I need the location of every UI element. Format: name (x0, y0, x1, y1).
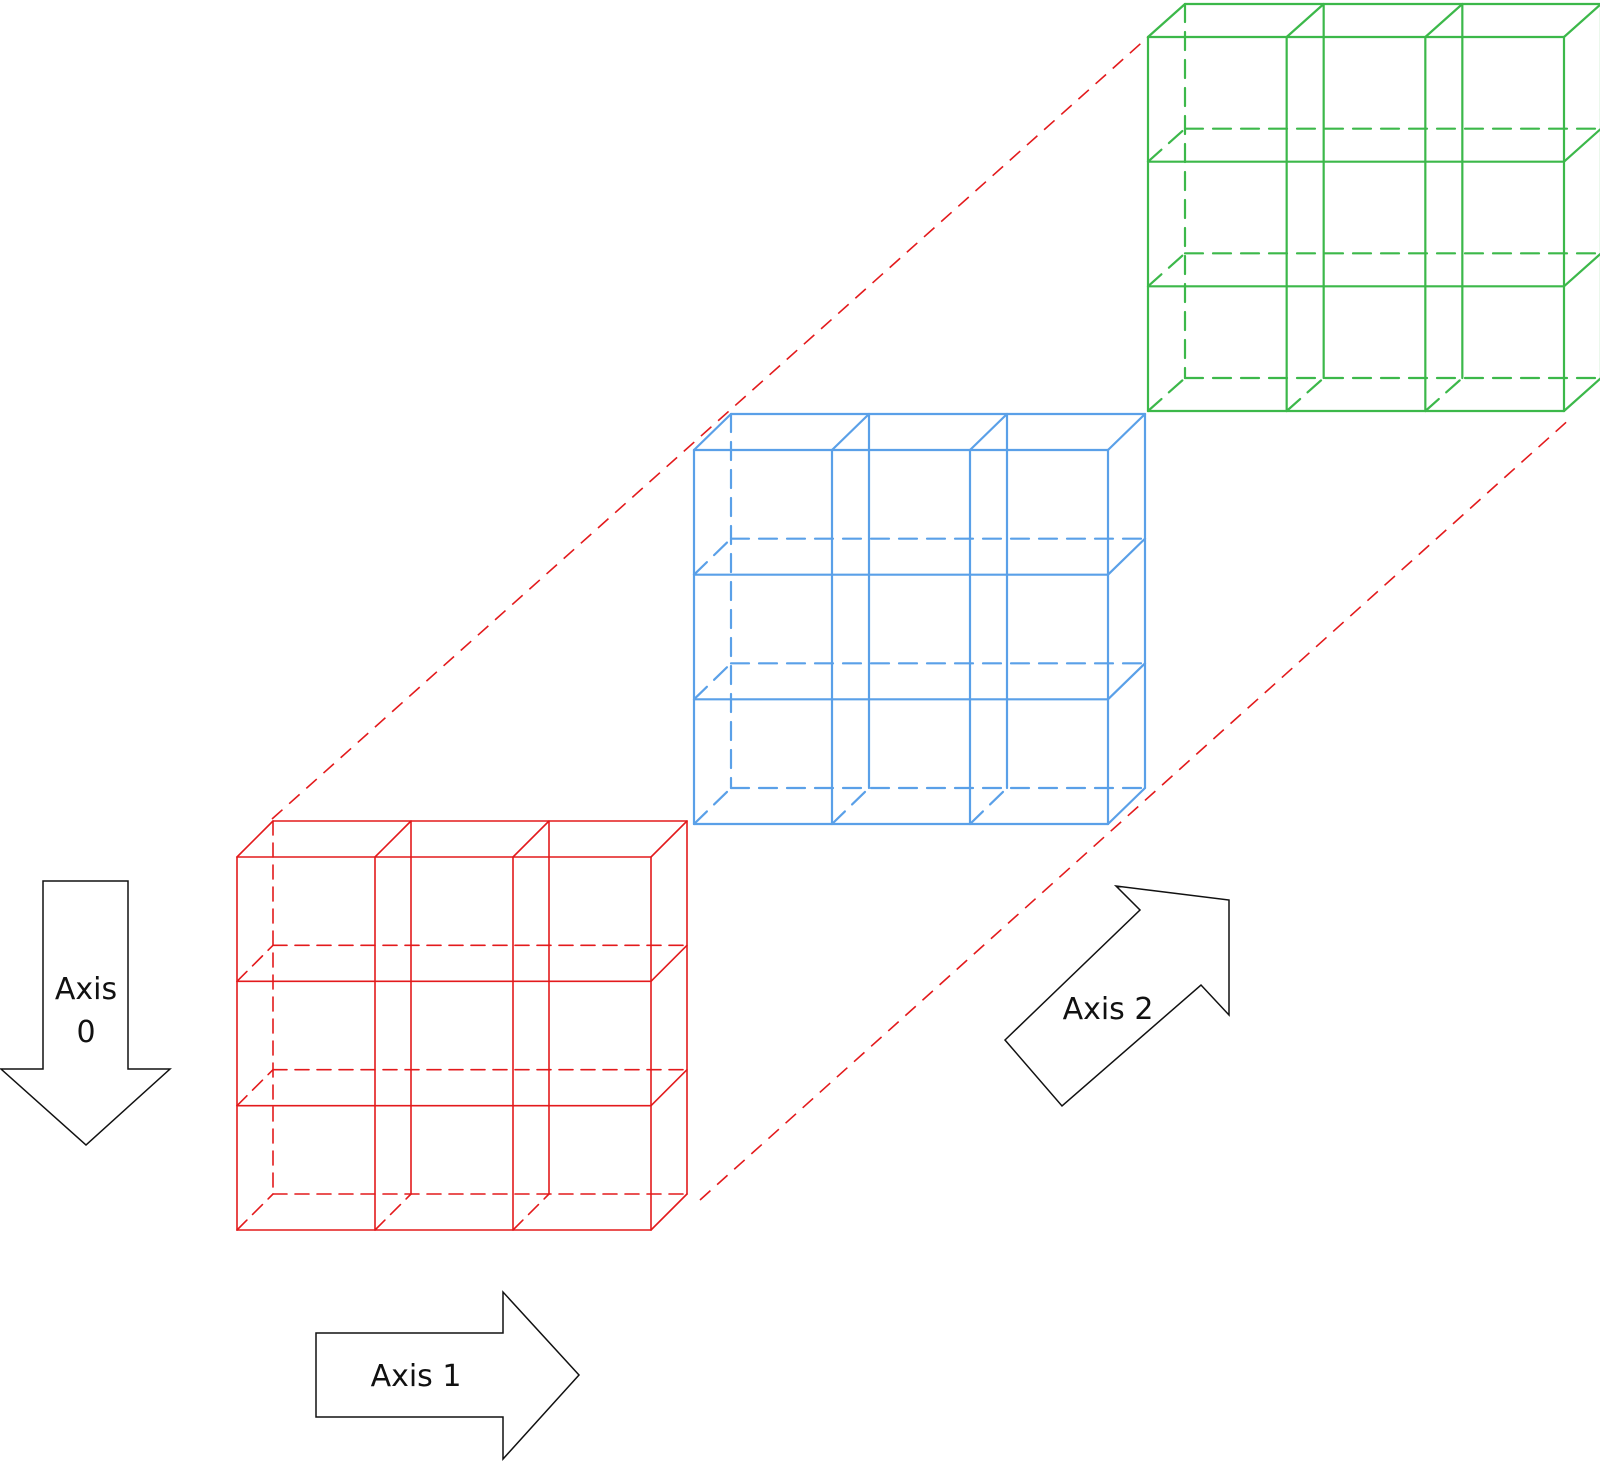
cube-grids (236, 2, 1600, 1231)
blue-right-depth-edge (1106, 662, 1147, 701)
blue-right-depth-edge (1106, 537, 1147, 576)
blue-hidden-depth-line (692, 662, 733, 701)
red-right-depth-edge (650, 944, 688, 983)
green-top-depth-edge (1146, 2, 1187, 39)
green-right-depth-edge (1562, 128, 1600, 163)
axis2-arrow: Axis 2 (1003, 884, 1230, 1108)
blue-hidden-depth-line (692, 786, 733, 826)
axis2-connector-lines (271, 36, 1573, 1201)
red-hidden-depth-line (236, 1193, 274, 1231)
axis1-arrow-shape (315, 1290, 581, 1461)
red-right-depth-edge (650, 1193, 688, 1231)
red-top-depth-edge (512, 820, 550, 858)
green-hidden-depth-line (1285, 376, 1325, 413)
blue-hidden-depth-line (830, 786, 871, 826)
red-top-depth-edge (374, 820, 412, 858)
axis1-arrow: Axis 1 (315, 1290, 581, 1461)
blue-top-depth-edge (968, 412, 1009, 452)
blue-top-depth-edge (830, 412, 871, 452)
red-cube-grid (236, 820, 688, 1231)
axis1-label: Axis 1 (371, 1359, 462, 1394)
axis0-arrow-shape (0, 880, 172, 1147)
green-cube-grid (1146, 2, 1600, 413)
green-top-depth-edge (1562, 3, 1600, 39)
blue-cube-grid (692, 412, 1147, 826)
red-top-depth-edge (650, 820, 688, 858)
red-top-depth-edge (236, 820, 274, 858)
red-hidden-depth-line (236, 1068, 274, 1107)
red-hidden-depth-line (512, 1193, 550, 1231)
blue-top-depth-edge (1106, 412, 1147, 452)
green-hidden-depth-line (1146, 252, 1187, 288)
green-hidden-depth-line (1146, 127, 1187, 163)
axis0-arrow: Axis 0 (0, 880, 172, 1147)
connector-line-top (271, 36, 1149, 820)
axis2-arrow-shape (1003, 884, 1230, 1108)
green-hidden-depth-line (1424, 376, 1464, 413)
red-right-depth-edge (650, 1068, 688, 1107)
green-top-depth-edge (1424, 2, 1464, 39)
axis0-label-line2: 0 (76, 1015, 95, 1050)
green-top-depth-edge (1285, 2, 1325, 39)
green-right-depth-edge (1562, 252, 1600, 288)
green-hidden-depth-line (1146, 376, 1187, 413)
axis0-label-line1: Axis (55, 972, 117, 1007)
blue-hidden-depth-line (692, 537, 733, 576)
red-hidden-depth-line (236, 944, 274, 983)
connector-line-bottom (699, 416, 1573, 1201)
green-right-depth-edge (1562, 377, 1600, 413)
axis2-label: Axis 2 (1063, 992, 1154, 1027)
red-hidden-depth-line (374, 1193, 412, 1231)
blue-hidden-depth-line (968, 786, 1009, 826)
blue-top-depth-edge (692, 412, 733, 452)
blue-right-depth-edge (1106, 786, 1147, 826)
